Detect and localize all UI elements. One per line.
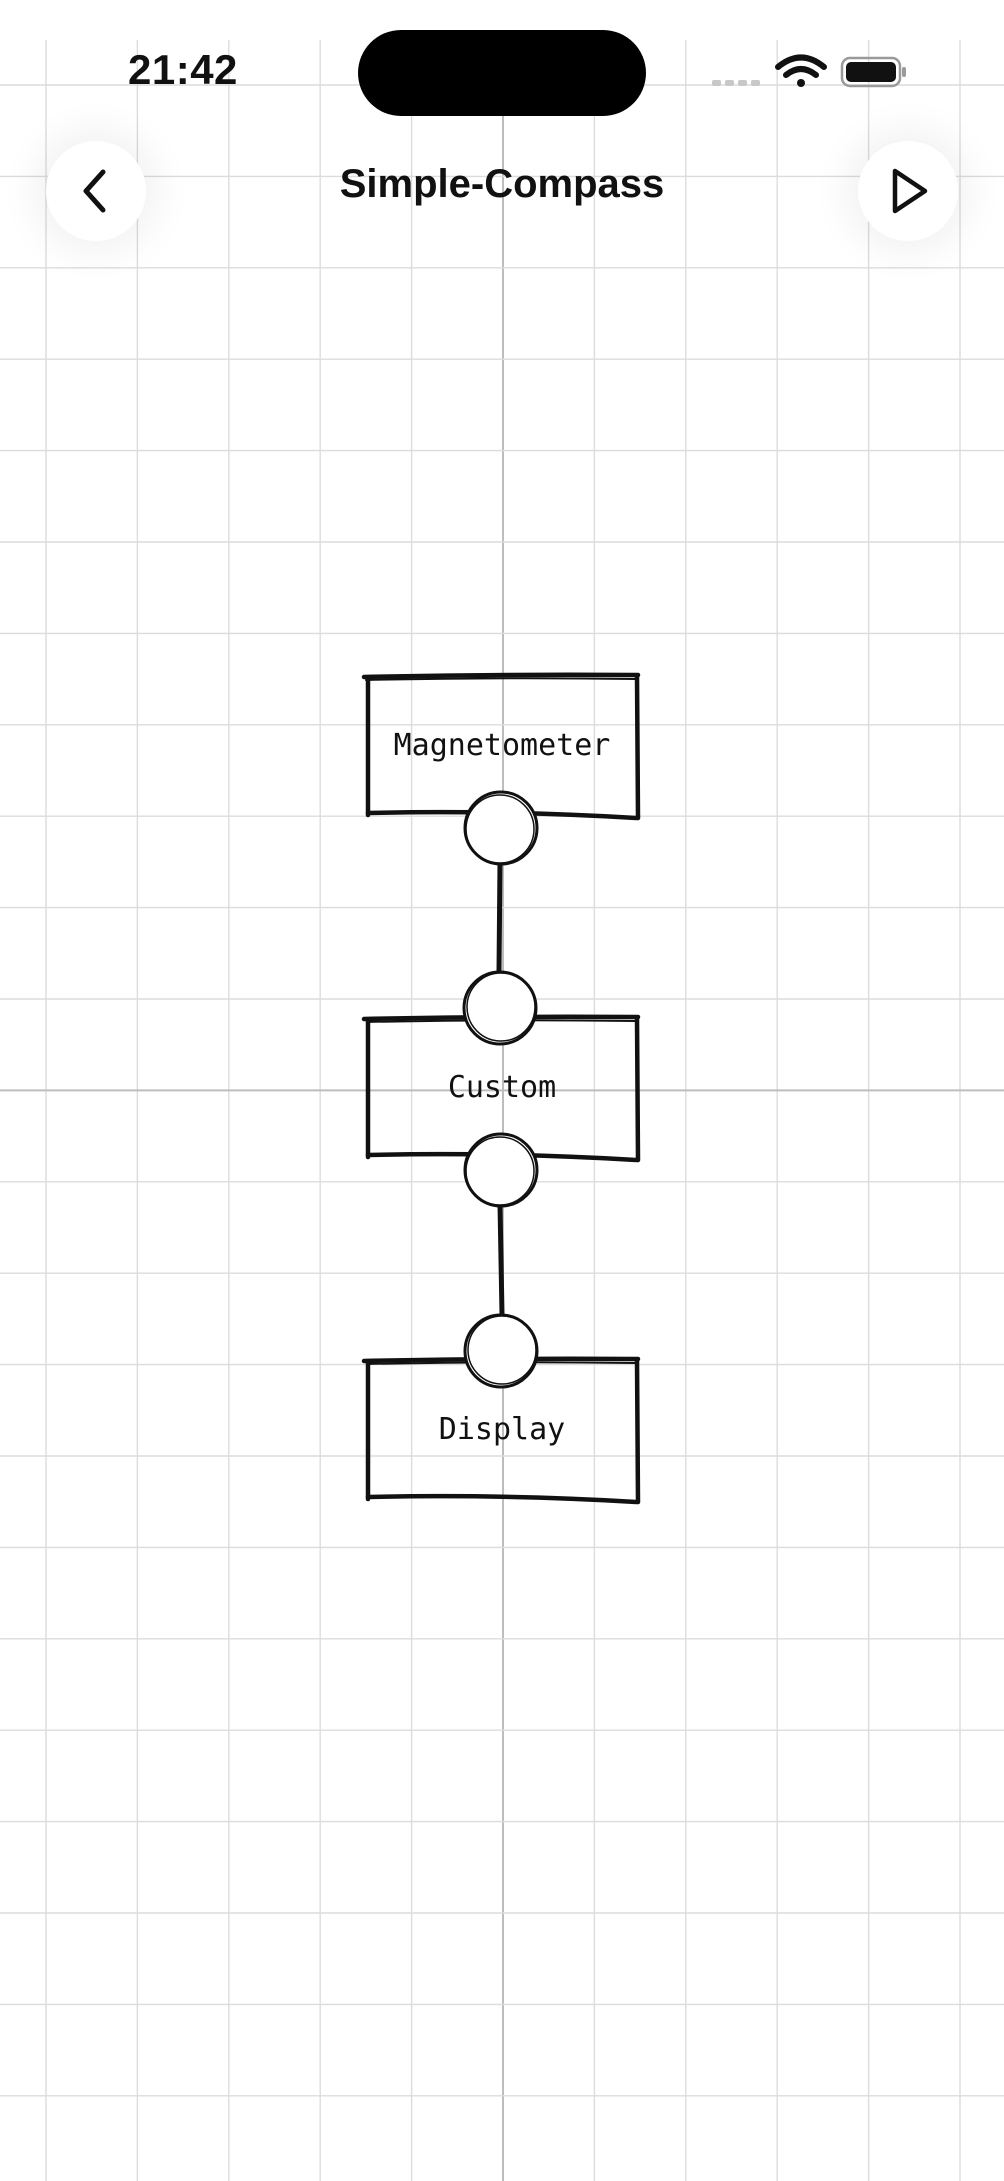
play-icon <box>892 168 928 214</box>
node-label-magnetometer: Magnetometer <box>393 728 611 763</box>
chevron-left-icon <box>83 169 106 213</box>
battery-icon <box>840 56 906 88</box>
page-title: Simple-Compass <box>339 162 665 206</box>
signal-dots-icon <box>712 80 760 86</box>
status-time: 21:42 <box>128 46 238 93</box>
port-display-in[interactable] <box>463 1313 539 1389</box>
wifi-icon <box>775 54 827 87</box>
port-custom-in[interactable] <box>462 970 538 1046</box>
port-custom-out[interactable] <box>463 1132 539 1208</box>
node-label-display: Display <box>438 1412 566 1447</box>
port-magnetometer-out[interactable] <box>463 790 539 866</box>
dynamic-island <box>358 30 646 116</box>
connection-line <box>497 1201 505 1317</box>
run-button[interactable] <box>858 141 958 241</box>
connection-line <box>496 859 503 975</box>
back-button[interactable] <box>46 141 146 241</box>
node-label-custom: Custom <box>447 1070 557 1105</box>
status-indicators <box>712 54 906 88</box>
